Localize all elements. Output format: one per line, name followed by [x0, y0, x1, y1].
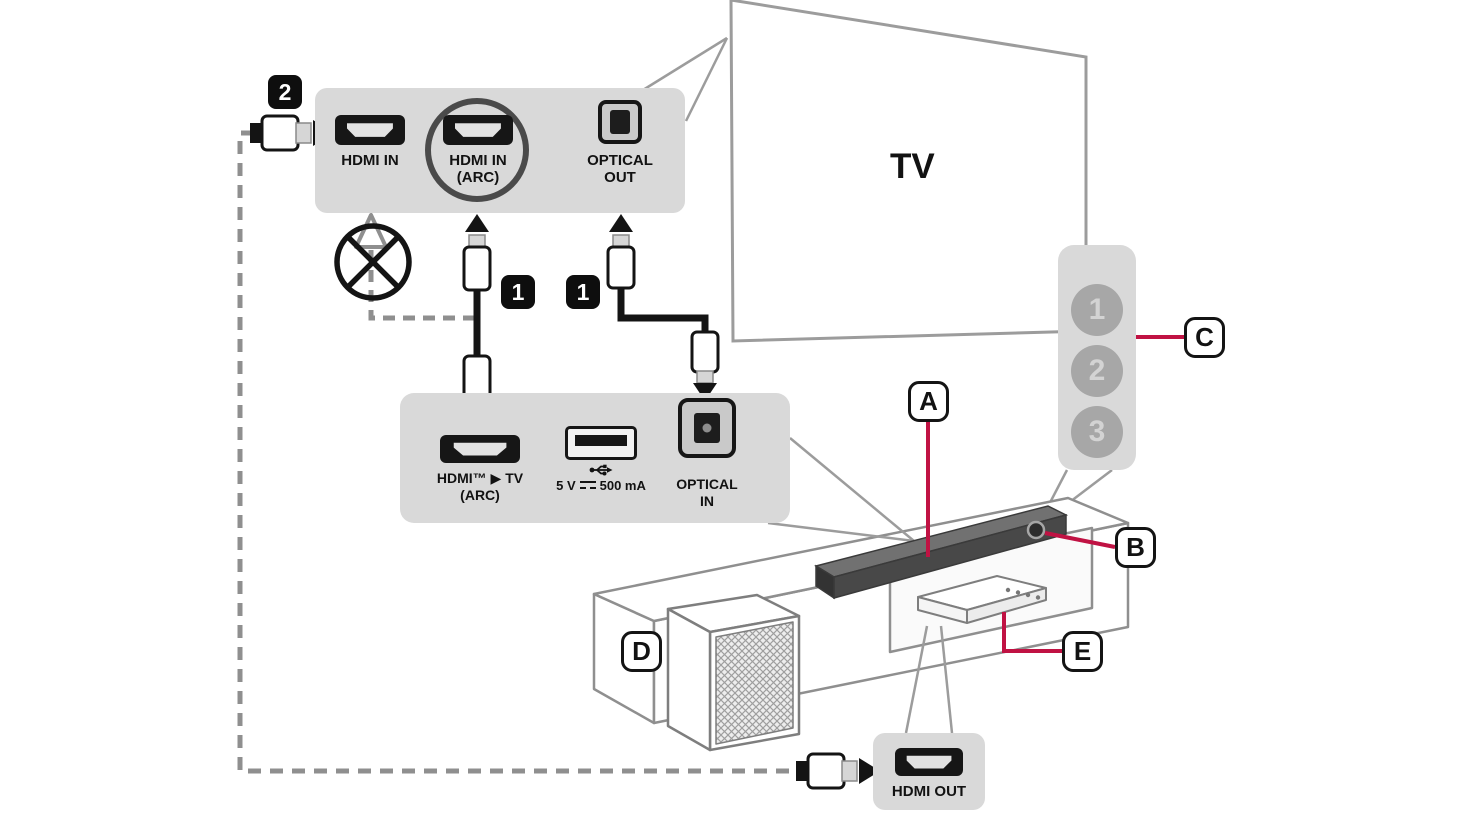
usb-voltage: 5 V: [556, 478, 576, 493]
speaker-grille: [715, 621, 794, 745]
device-buttons: [1005, 587, 1041, 600]
tv-label: TV: [890, 147, 935, 186]
usb-trident-icon: [589, 464, 613, 476]
input-button-3: 3: [1071, 406, 1123, 458]
soundbar-hdmi-arc-port: [440, 435, 520, 463]
soundbar-usb-port: [565, 426, 637, 460]
callout-b: B: [1115, 527, 1156, 568]
callout-e: E: [1062, 631, 1103, 672]
hdmi-out-label: HDMI OUT: [891, 783, 967, 800]
optical-lens-shape: [702, 423, 712, 433]
tv-optical-out-label: OPTICAL OUT: [578, 152, 662, 186]
hdmi-slot-shape: [454, 123, 502, 137]
input-button-2: 2: [1071, 345, 1123, 397]
up-arrow-outline-icon: [354, 213, 388, 249]
tv-input-selector-panel: 1 2 3: [1058, 245, 1136, 470]
soundbar-hdmi-out-panel: HDMI OUT: [873, 733, 985, 810]
label-line: IN: [700, 493, 714, 509]
soundbar-callout-lines: [767, 437, 915, 543]
step-2-badge: 2: [268, 75, 302, 109]
hdmi-out-callout-lines: [904, 625, 954, 734]
tv-optical-out-port: [598, 100, 642, 144]
callout-pointer-lines: [926, 335, 1184, 653]
hdmi-slot-shape: [346, 123, 394, 137]
optical-slot-shape: [610, 110, 630, 134]
right-arrow-icon: [859, 758, 880, 784]
label-line: (ARC): [460, 487, 500, 503]
tv-rear-panel: HDMI IN HDMI IN (ARC) OPTICAL OUT: [315, 88, 685, 213]
label-line: HDMI™ ▶ TV: [436, 470, 524, 486]
soundbar-connector-ring: [1026, 520, 1046, 540]
tv-panel-callout-lines: [642, 36, 729, 122]
wrong-connection-path: [354, 213, 474, 321]
up-arrow-icon: [609, 214, 633, 232]
label-line: OPTICAL: [587, 152, 653, 169]
hdmi-slot-shape: [453, 442, 507, 456]
callout-a: A: [908, 381, 949, 422]
arc-highlight-ring-icon: [425, 98, 529, 202]
label-line: OUT: [604, 169, 636, 186]
soundbar-hdmi-arc-label: HDMI™ ▶ TV (ARC): [418, 470, 542, 504]
soundbar-optical-in-port: [678, 398, 736, 458]
tv-hdmi-in-port: [335, 115, 405, 145]
callout-e-line: [1002, 612, 1062, 653]
subwoofer: [666, 593, 801, 752]
tv-hdmi-in-label: HDMI IN: [341, 152, 399, 169]
media-device: [917, 575, 1047, 624]
usb-current: 500 mA: [599, 478, 646, 493]
step-1-badge-optical: 1: [566, 275, 600, 309]
hdmi-plug-into-soundbar: [796, 752, 880, 790]
usb-rating-text: 5 V 500 mA: [536, 478, 666, 493]
label-line: (ARC): [456, 169, 500, 186]
hdmi-out-port: [895, 748, 963, 776]
callout-b-line: [1044, 531, 1116, 549]
up-arrow-icon: [465, 214, 489, 232]
input-button-1: 1: [1071, 284, 1123, 336]
hdmi-slot-shape: [906, 755, 952, 769]
label-line: OPTICAL: [676, 476, 738, 492]
usb-tongue-shape: [575, 435, 627, 446]
step-1-badge-hdmi: 1: [501, 275, 535, 309]
tv-hdmi-in-arc-label: HDMI IN (ARC): [433, 152, 523, 186]
dc-symbol-icon: [579, 480, 596, 491]
soundbar: [814, 505, 1069, 600]
callout-c: C: [1184, 317, 1225, 358]
soundbar-usb-label: 5 V 500 mA: [536, 463, 666, 493]
no-connection-icon: [334, 223, 412, 301]
callout-d: D: [621, 631, 662, 672]
soundbar-optical-in-label: OPTICAL IN: [667, 476, 747, 510]
label-line: HDMI IN: [449, 152, 507, 169]
soundbar-rear-panel: HDMI™ ▶ TV (ARC) 5 V 500 mA: [400, 393, 790, 523]
main-hdmi-dashed-cable: [237, 130, 800, 774]
optical-slot-shape: [694, 413, 720, 443]
optical-cable: [606, 214, 720, 401]
tv-hdmi-in-arc-port: [443, 115, 513, 145]
down-arrow-icon: [693, 383, 717, 401]
